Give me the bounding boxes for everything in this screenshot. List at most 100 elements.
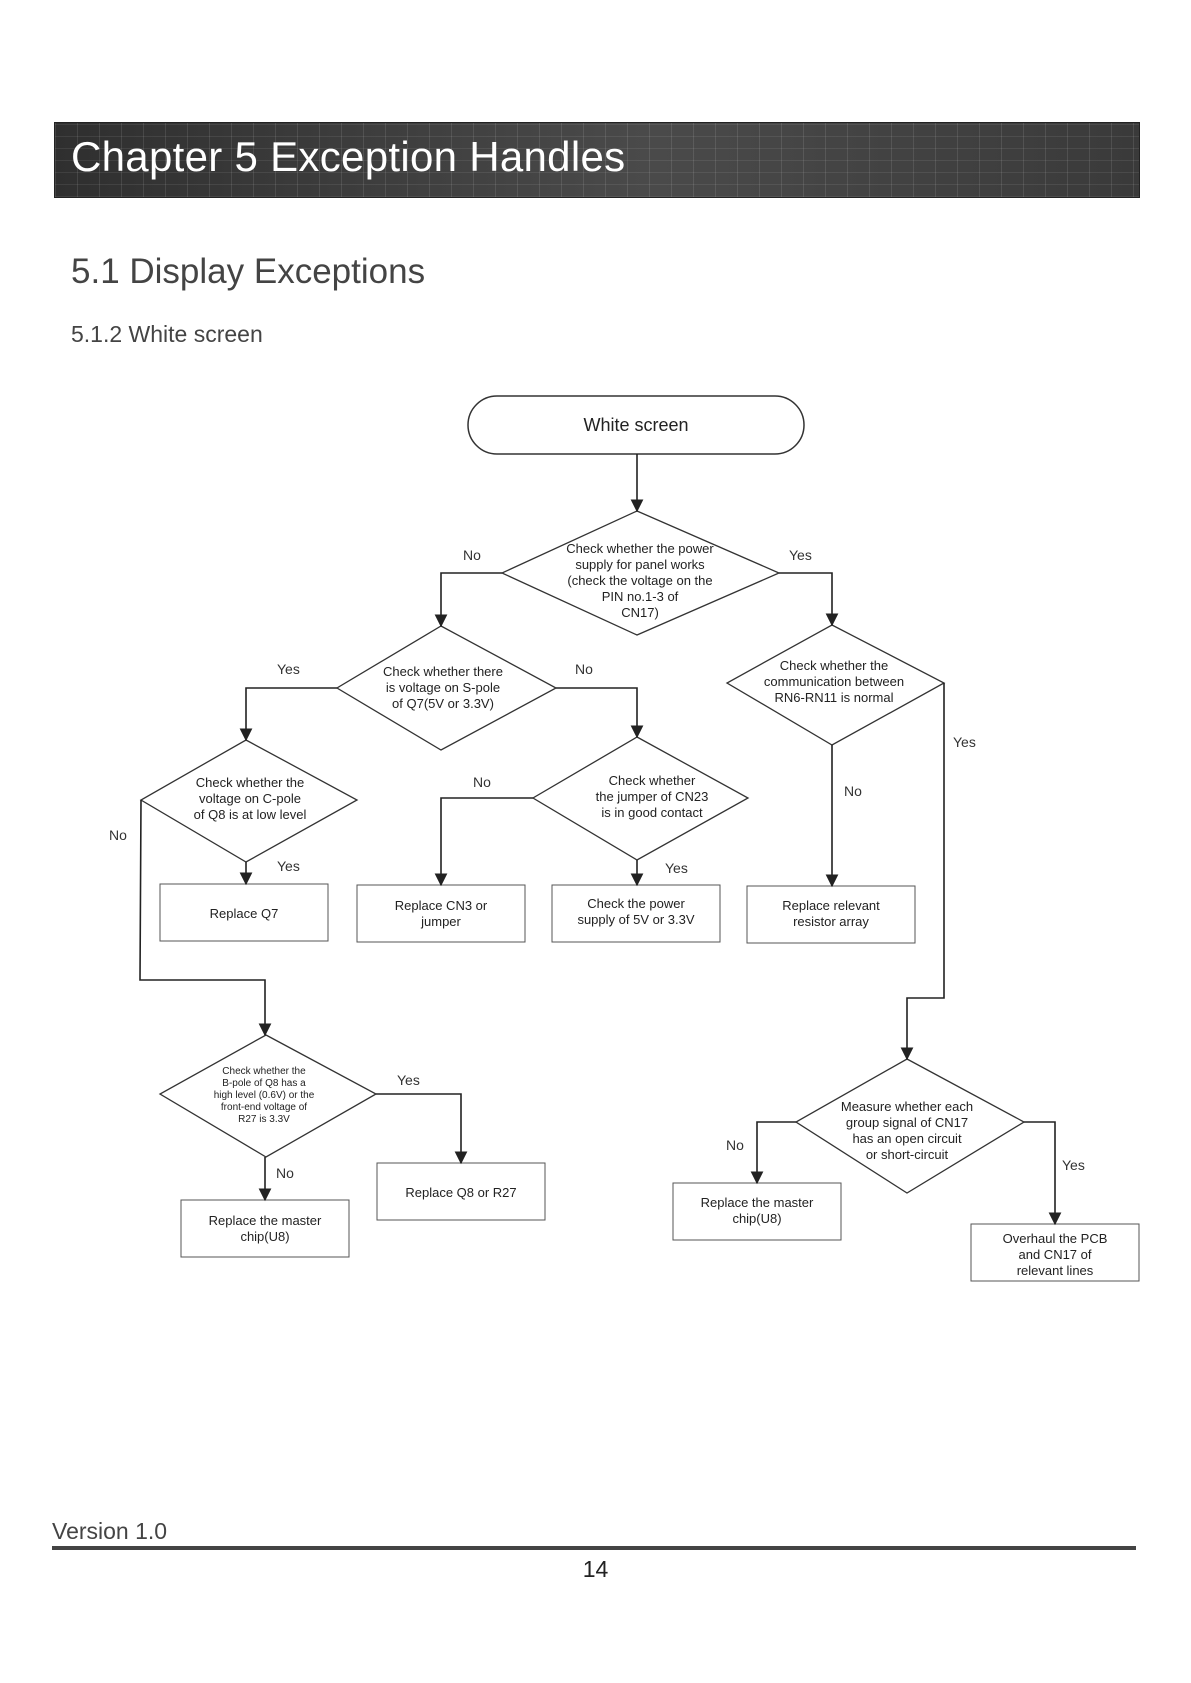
box-overhaul-pcb-label-line: relevant lines bbox=[1017, 1263, 1094, 1278]
label-jumper-no: No bbox=[473, 774, 491, 790]
connector-jumper-no bbox=[434, 797, 533, 887]
decision-b-pole bbox=[158, 1034, 378, 1158]
start-node-label: White screen bbox=[583, 415, 688, 435]
box-replace-cn3 bbox=[356, 884, 526, 943]
connector-cn17-yes bbox=[1024, 1121, 1062, 1226]
label-spole-no: No bbox=[575, 661, 593, 677]
page-number: 14 bbox=[582, 1556, 609, 1582]
label-comm-yes: Yes bbox=[953, 734, 976, 750]
connector-cn17-no bbox=[750, 1121, 796, 1185]
decision-s-pole-label-line: is voltage on S-pole bbox=[386, 680, 500, 695]
box-replace-q7-label: Replace Q7 bbox=[210, 906, 279, 921]
label-jumper-yes: Yes bbox=[665, 860, 688, 876]
box-replace-q7-label-line: Replace Q7 bbox=[210, 906, 279, 921]
box-replace-q8-r27-label: Replace Q8 or R27 bbox=[405, 1185, 516, 1200]
decision-jumper-label-line: Check whether bbox=[609, 773, 696, 788]
decision-b-pole-label-line: R27 is 3.3V bbox=[238, 1114, 290, 1125]
decision-power-supply-label-line: supply for panel works bbox=[575, 557, 705, 572]
decision-b-pole-label-line: high level (0.6V) or the bbox=[214, 1090, 315, 1101]
box-replace-master-2 bbox=[672, 1182, 842, 1241]
box-replace-master-2-label-line: chip(U8) bbox=[732, 1211, 781, 1226]
box-replace-master-1-label-line: Replace the master bbox=[209, 1213, 322, 1228]
decision-b-pole-label-line: front-end voltage of bbox=[221, 1102, 307, 1113]
decision-cn17-signal-label-line: has an open circuit bbox=[852, 1131, 962, 1146]
chapter-header-bar: Chapter 5 Exception Handles bbox=[54, 122, 1140, 198]
box-overhaul-pcb bbox=[970, 1223, 1140, 1282]
label-cn17-yes: Yes bbox=[1062, 1157, 1085, 1173]
decision-c-pole-label-line: of Q8 is at low level bbox=[194, 807, 307, 822]
label-cn17-no: No bbox=[726, 1137, 744, 1153]
box-replace-q8-r27-label-line: Replace Q8 or R27 bbox=[405, 1185, 516, 1200]
box-replace-resistor bbox=[746, 885, 916, 944]
decision-communication-label-line: communication between bbox=[764, 674, 904, 689]
connector-spole-no bbox=[556, 687, 644, 739]
connector-cpole-no bbox=[139, 799, 272, 1037]
decision-power-supply bbox=[500, 510, 781, 636]
box-replace-q7 bbox=[159, 883, 329, 942]
box-check-power-label-line: supply of 5V or 3.3V bbox=[577, 912, 694, 927]
decision-communication-label-line: Check whether the bbox=[780, 658, 888, 673]
label-power-yes: Yes bbox=[789, 547, 812, 563]
connectors bbox=[139, 454, 1062, 1226]
decision-communication-label-line: RN6-RN11 is normal bbox=[775, 690, 894, 705]
decision-cn17-signal-label-line: Measure whether each bbox=[841, 1099, 973, 1114]
box-replace-cn3-label-line: Replace CN3 or bbox=[395, 898, 488, 913]
decision-c-pole-label-line: Check whether the bbox=[196, 775, 304, 790]
label-bpole-no: No bbox=[276, 1165, 294, 1181]
decision-b-pole-label-line: Check whether the bbox=[222, 1066, 306, 1077]
decision-s-pole bbox=[335, 625, 558, 751]
box-replace-master-2-label-line: Replace the master bbox=[701, 1195, 814, 1210]
label-bpole-yes: Yes bbox=[397, 1072, 420, 1088]
box-replace-cn3-label-line: jumper bbox=[420, 914, 461, 929]
decision-b-pole-label-line: B-pole of Q8 has a bbox=[222, 1078, 306, 1089]
connector-power-no bbox=[434, 572, 502, 628]
box-replace-master-1 bbox=[180, 1199, 350, 1258]
decision-s-pole-label-line: Check whether there bbox=[383, 664, 503, 679]
box-check-power bbox=[551, 884, 721, 943]
decision-jumper-label-line: is in good contact bbox=[601, 805, 703, 820]
decision-power-supply-label-line: Check whether the power bbox=[566, 541, 714, 556]
decision-cn17-signal-label-line: or short-circuit bbox=[866, 1147, 949, 1162]
decision-cn17-signal bbox=[794, 1058, 1026, 1194]
decision-s-pole-label-line: of Q7(5V or 3.3V) bbox=[392, 696, 494, 711]
subsection-title: 5.1.2 White screen bbox=[71, 321, 263, 347]
decision-power-supply-label-line: (check the voltage on the bbox=[567, 573, 712, 588]
label-spole-yes: Yes bbox=[277, 661, 300, 677]
decision-jumper-label-line: the jumper of CN23 bbox=[596, 789, 709, 804]
box-replace-resistor-label-line: resistor array bbox=[793, 914, 869, 929]
decision-cn17-signal-label-line: group signal of CN17 bbox=[846, 1115, 968, 1130]
label-comm-no: No bbox=[844, 783, 862, 799]
connector-bpole-yes bbox=[376, 1093, 468, 1165]
box-replace-master-1-label-line: chip(U8) bbox=[240, 1229, 289, 1244]
box-overhaul-pcb-label-line: Overhaul the PCB bbox=[1003, 1231, 1108, 1246]
box-check-power-label-line: Check the power bbox=[587, 896, 685, 911]
start-node bbox=[467, 395, 805, 455]
box-replace-resistor-label-line: Replace relevant bbox=[782, 898, 880, 913]
footer-version: Version 1.0 bbox=[52, 1518, 168, 1544]
label-power-no: No bbox=[463, 547, 481, 563]
decision-power-supply-label-line: CN17) bbox=[621, 605, 659, 620]
chapter-title: Chapter 5 Exception Handles bbox=[71, 133, 626, 180]
decision-c-pole-label-line: voltage on C-pole bbox=[199, 791, 301, 806]
section-title: 5.1 Display Exceptions bbox=[71, 252, 426, 291]
label-cpole-no: No bbox=[109, 827, 127, 843]
decision-power-supply-label-line: PIN no.1-3 of bbox=[602, 589, 679, 604]
connector-comm-yes bbox=[900, 683, 945, 1061]
connector-power-yes bbox=[779, 572, 839, 627]
connector-spole-yes bbox=[239, 687, 337, 742]
label-cpole-yes: Yes bbox=[277, 858, 300, 874]
